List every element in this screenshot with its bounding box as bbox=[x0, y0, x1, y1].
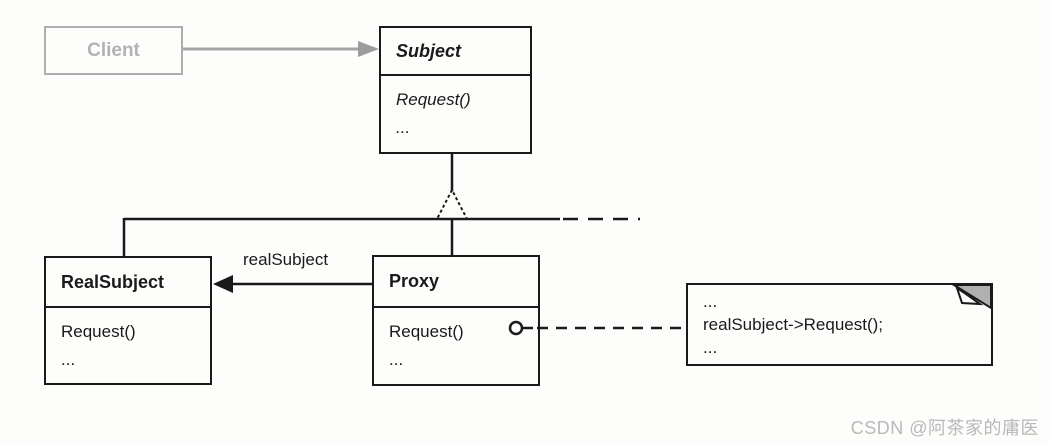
class-box-realsubject: RealSubject Request() ... bbox=[44, 256, 212, 385]
uml-note: ... realSubject->Request(); ... bbox=[686, 283, 993, 366]
class-methods-proxy: Request() ... bbox=[374, 308, 538, 374]
note-line: ... bbox=[703, 292, 718, 311]
class-title-proxy: Proxy bbox=[374, 257, 538, 308]
class-box-subject: Subject Request() ... bbox=[379, 26, 532, 154]
black-arrowhead-icon bbox=[213, 275, 233, 293]
note-line: realSubject->Request(); bbox=[703, 315, 884, 334]
method-label: Request() bbox=[61, 322, 136, 341]
method-label: Request() bbox=[396, 90, 471, 109]
class-title-realsubject: RealSubject bbox=[46, 258, 210, 308]
class-title-subject: Subject bbox=[381, 28, 530, 76]
watermark: CSDN @阿茶家的庸医 bbox=[850, 418, 1039, 438]
note-line: ... bbox=[703, 338, 718, 357]
class-methods-subject: Request() ... bbox=[381, 76, 530, 142]
method-label: ... bbox=[389, 350, 404, 369]
inheritance-triangle-icon bbox=[435, 187, 469, 220]
method-label: ... bbox=[396, 118, 411, 137]
class-methods-realsubject: Request() ... bbox=[46, 308, 210, 374]
proxy-realsubject-arrow bbox=[213, 275, 372, 293]
client-subject-arrow bbox=[183, 41, 379, 57]
class-title-client: Client bbox=[87, 39, 140, 61]
class-box-client: Client bbox=[44, 26, 183, 75]
note-fold-icon bbox=[951, 284, 992, 310]
gray-arrowhead-icon bbox=[358, 41, 379, 57]
realsubject-edge-label: realSubject bbox=[243, 250, 329, 269]
class-box-proxy: Proxy Request() ... bbox=[372, 255, 540, 386]
method-label: ... bbox=[61, 350, 76, 369]
method-label: Request() bbox=[389, 322, 464, 341]
